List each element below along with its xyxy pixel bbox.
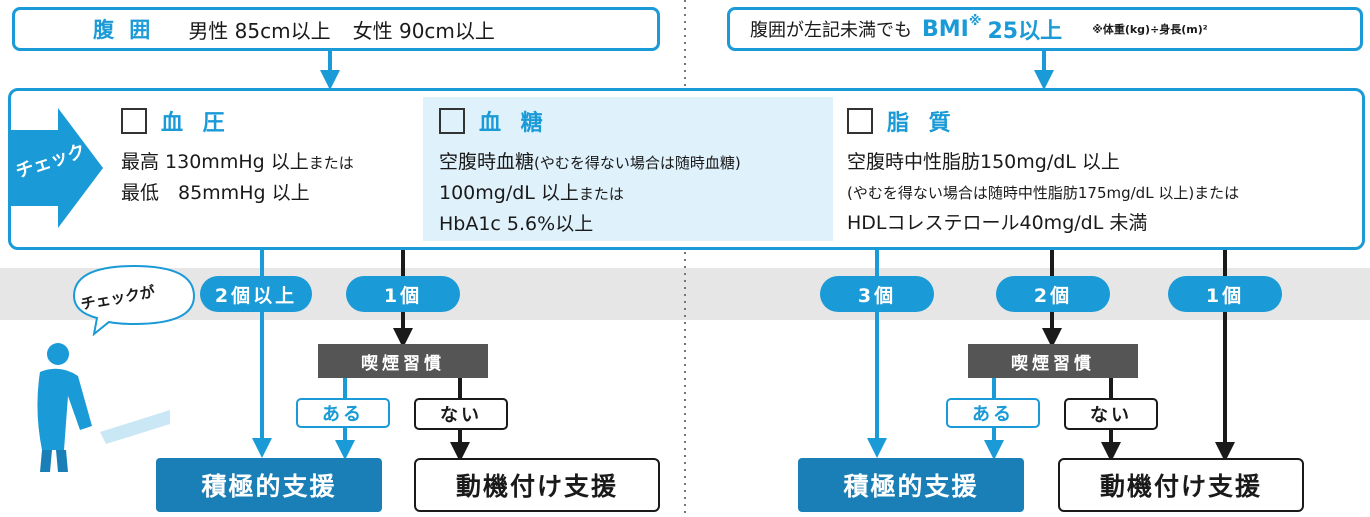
check-panel: 血 圧 最高 130mmHg 以上または 最低 85mmHg 以上 血 糖 空腹… xyxy=(8,88,1365,250)
bmi-mark: ※ xyxy=(968,13,982,29)
count-right-2: 2個 xyxy=(996,276,1110,312)
smoking-box-right: 喫煙習慣 xyxy=(968,344,1138,378)
sugar-line-2: 100mg/dL 以上 xyxy=(439,182,579,204)
bp-line-2: 最低 85mmHg 以上 xyxy=(121,182,310,204)
smoking-no-right: ない xyxy=(1064,398,1158,430)
sugar-title: 血 糖 xyxy=(479,111,549,136)
bmi-note: ※体重(kg)÷身長(m)² xyxy=(1092,23,1208,36)
lipid-line-2-suffix: または xyxy=(1194,184,1240,202)
check-arrow-icon xyxy=(8,108,103,228)
sugar-bg xyxy=(423,97,833,241)
waist-criteria-box: 腹 囲 男性 85cm以上 女性 90cm以上 xyxy=(12,7,660,51)
person-illustration xyxy=(37,343,170,472)
lipid-title: 脂 質 xyxy=(887,111,957,136)
count-right-1: 1個 xyxy=(1168,276,1282,312)
count-left-2plus: 2個以上 xyxy=(200,276,312,312)
lipid-checkbox[interactable] xyxy=(847,108,873,134)
sugar-checkbox[interactable] xyxy=(439,108,465,134)
bp-line-1: 最高 130mmHg 以上 xyxy=(121,151,309,173)
sugar-line-3: HbA1c 5.6%以上 xyxy=(439,213,594,235)
bp-checkbox[interactable] xyxy=(121,108,147,134)
result-active-right: 積極的支援 xyxy=(798,458,1024,512)
smoking-yes-right: ある xyxy=(946,398,1040,428)
bmi-label: BMI xyxy=(922,16,969,42)
result-active-left: 積極的支援 xyxy=(156,458,382,512)
check-sugar: 血 糖 空腹時血糖(やむを得ない場合は随時血糖) 100mg/dL 以上または … xyxy=(439,97,839,241)
bmi-value: 25以上 xyxy=(987,19,1063,44)
count-right-3: 3個 xyxy=(820,276,934,312)
check-lipid: 脂 質 空腹時中性脂肪150mg/dL 以上 (やむを得ない場合は随時中性脂肪1… xyxy=(847,97,1362,241)
sugar-line-1-note: (やむを得ない場合は随時血糖) xyxy=(534,154,741,172)
bmi-criteria-box: 腹囲が左記未満でも BMI ※ 25以上 ※体重(kg)÷身長(m)² xyxy=(727,7,1363,51)
sugar-line-1: 空腹時血糖 xyxy=(439,151,535,173)
bp-title: 血 圧 xyxy=(161,111,231,136)
waist-title: 腹 囲 xyxy=(93,18,155,42)
bmi-prefix: 腹囲が左記未満でも xyxy=(750,20,912,41)
lipid-line-1: 空腹時中性脂肪150mg/dL 以上 xyxy=(847,151,1120,173)
result-motivation-left: 動機付け支援 xyxy=(414,458,660,512)
count-left-1: 1個 xyxy=(346,276,460,312)
lipid-line-3: HDLコレステロール40mg/dL 未満 xyxy=(847,212,1148,234)
sugar-line-2-suffix: または xyxy=(578,185,624,203)
waist-female: 女性 90cm以上 xyxy=(352,18,495,43)
check-bp: 血 圧 最高 130mmHg 以上または 最低 85mmHg 以上 xyxy=(121,97,421,241)
smoking-box-left: 喫煙習慣 xyxy=(318,344,488,378)
smoking-yes-left: ある xyxy=(296,398,390,428)
result-motivation-right: 動機付け支援 xyxy=(1058,458,1304,512)
lipid-line-2: (やむを得ない場合は随時中性脂肪175mg/dL 以上) xyxy=(847,184,1195,202)
waist-male: 男性 85cm以上 xyxy=(188,18,331,43)
speech-bubble-icon xyxy=(72,264,196,336)
smoking-no-left: ない xyxy=(414,398,508,430)
bp-suffix: または xyxy=(308,154,354,172)
